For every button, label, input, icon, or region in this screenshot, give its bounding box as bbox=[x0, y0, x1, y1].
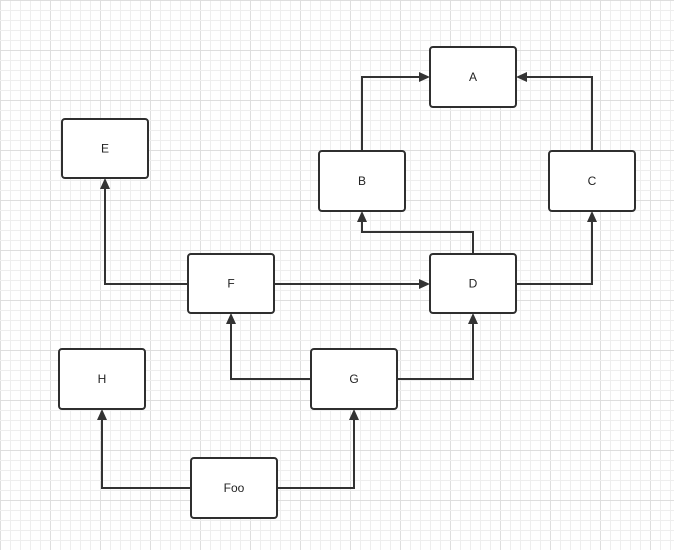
edge-d-to-c[interactable] bbox=[516, 211, 597, 285]
edge-line bbox=[230, 321, 311, 380]
node-box bbox=[429, 253, 517, 314]
arrowhead-icon bbox=[516, 72, 527, 82]
arrowhead-icon bbox=[357, 211, 367, 222]
arrowhead-icon bbox=[468, 313, 478, 324]
edge-line bbox=[524, 76, 593, 151]
node-e[interactable]: E bbox=[61, 118, 149, 179]
node-label: C bbox=[588, 174, 597, 188]
node-foo[interactable]: Foo bbox=[190, 457, 278, 519]
node-h[interactable]: H bbox=[58, 348, 146, 410]
node-label: Foo bbox=[224, 481, 245, 495]
arrowhead-icon bbox=[419, 279, 430, 289]
node-b[interactable]: B bbox=[318, 150, 406, 212]
edge-b-to-a[interactable] bbox=[361, 72, 430, 151]
edge-layer bbox=[97, 72, 597, 489]
edge-c-to-a[interactable] bbox=[516, 72, 593, 151]
node-label: H bbox=[98, 372, 107, 386]
node-label: G bbox=[349, 372, 358, 386]
arrowhead-icon bbox=[226, 313, 236, 324]
arrowhead-icon bbox=[349, 409, 359, 420]
edge-line bbox=[277, 417, 355, 489]
node-g[interactable]: G bbox=[310, 348, 398, 410]
node-layer: A B C D E F G H Foo bbox=[58, 46, 636, 519]
edge-foo-to-g[interactable] bbox=[277, 409, 359, 489]
node-box bbox=[310, 348, 398, 410]
node-box bbox=[548, 150, 636, 212]
edge-g-to-f[interactable] bbox=[226, 313, 311, 380]
node-a[interactable]: A bbox=[429, 46, 517, 108]
node-c[interactable]: C bbox=[548, 150, 636, 212]
edge-f-to-e[interactable] bbox=[100, 178, 188, 285]
edge-line bbox=[101, 417, 191, 489]
node-d[interactable]: D bbox=[429, 253, 517, 314]
node-label: A bbox=[469, 70, 477, 84]
edge-line bbox=[361, 219, 474, 254]
node-label: F bbox=[227, 277, 234, 291]
arrowhead-icon bbox=[97, 409, 107, 420]
edge-line bbox=[361, 76, 422, 151]
edge-line bbox=[516, 219, 593, 285]
arrowhead-icon bbox=[100, 178, 110, 189]
node-box bbox=[58, 348, 146, 410]
node-f[interactable]: F bbox=[187, 253, 275, 314]
arrowhead-icon bbox=[419, 72, 430, 82]
arrowhead-icon bbox=[587, 211, 597, 222]
node-box bbox=[429, 46, 517, 108]
node-box bbox=[318, 150, 406, 212]
edge-foo-to-h[interactable] bbox=[97, 409, 191, 489]
edge-line bbox=[104, 186, 188, 285]
node-label: B bbox=[358, 174, 366, 188]
node-box bbox=[190, 457, 278, 519]
edge-g-to-d[interactable] bbox=[397, 313, 478, 380]
edge-line bbox=[397, 321, 474, 380]
edge-d-to-b[interactable] bbox=[357, 211, 474, 254]
edge-f-to-d[interactable] bbox=[274, 279, 430, 289]
node-label: E bbox=[101, 142, 109, 156]
node-box bbox=[187, 253, 275, 314]
node-box bbox=[61, 118, 149, 179]
node-label: D bbox=[469, 277, 478, 291]
